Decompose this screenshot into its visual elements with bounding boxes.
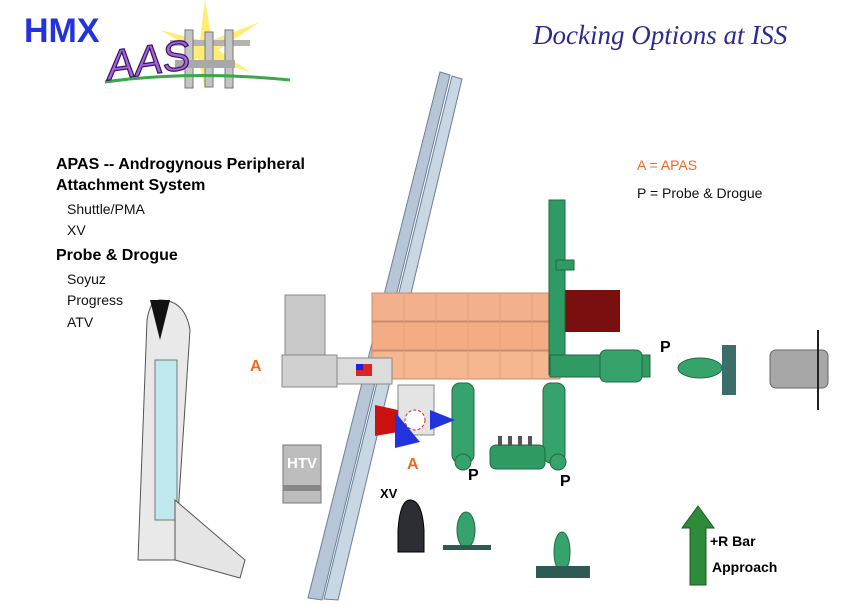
page-title: Docking Options at ISS [533,20,788,50]
soyuz-solar-panel [722,345,736,395]
grey-module-upper [284,294,326,356]
soyuz-body [677,357,723,379]
logo-station-panel [204,31,214,88]
green-lower-module-left [451,382,475,464]
shuttle-nose [150,300,170,340]
green-lower-module-right [542,382,566,464]
solar-arrays [371,292,561,380]
right-vehicles [677,330,829,410]
xv-label: XV [380,486,398,501]
solar-array-upper [371,292,561,322]
probe-item-soyuz: Soyuz [67,271,106,287]
space-shuttle [137,299,246,579]
lower-vehicles [397,499,590,578]
hmx-aas-logo: HMX AAS [24,0,291,90]
probe-item-atv: ATV [67,314,94,330]
green-node-fin [498,436,502,446]
htv-vehicle [282,444,322,504]
solar-array-middle [371,321,561,351]
legend-apas: A = APAS [637,157,698,173]
logo-station-panel [184,29,194,89]
probe-heading: Probe & Drogue [56,247,178,264]
green-mast [548,199,566,376]
grey-modules [281,294,455,448]
approach-label-line2: Approach [712,559,778,575]
green-port [454,453,472,471]
blue-module [430,410,455,430]
atv-body [769,349,829,389]
logo-hmx-text: HMX [24,12,100,50]
green-lower-node [489,444,546,470]
apas-heading-line1: APAS -- Androgynous Peripheral [56,156,305,173]
green-port [549,453,567,471]
green-node-fin [528,436,532,446]
blue-module [395,412,420,448]
logo-station-panel [224,29,234,89]
soyuz-lower-left [456,511,476,549]
logo-station-truss [175,60,235,68]
apas-heading-line2: Attachment System [56,177,206,194]
soyuz-lower-left-panel [443,545,491,550]
shuttle-payload-bay [154,359,178,521]
grey-module-left [281,354,338,388]
marker-probe-lower-left: P [468,467,479,484]
apas-item-xv: XV [67,222,86,238]
marker-probe-lower-right: P [560,473,571,490]
shuttle-wing [174,498,246,579]
marker-probe-right: P [660,339,671,356]
apas-item-shuttle: Shuttle/PMA [67,201,145,217]
green-mast-joint [555,259,575,271]
r-bar-approach-arrow [681,505,715,586]
approach-label-line1: +R Bar [710,533,756,549]
red-module [375,405,398,436]
htv-body [282,444,322,504]
green-node-fin [508,436,512,446]
htv-band [283,485,321,491]
green-node-fin [518,436,522,446]
apas-port-ring [404,409,426,431]
marker-apas-bottom: A [407,456,419,473]
marker-apas-left: A [250,358,262,375]
us-flag-canton [356,364,363,370]
logo-aas-text: AAS [100,31,193,90]
htv-label: HTV [287,455,317,472]
logo-swoosh [104,73,291,84]
xv-vehicle [397,499,425,553]
green-docking-module [599,349,643,383]
probe-item-progress: Progress [67,292,124,308]
legend-probe: P = Probe & Drogue [637,185,763,201]
green-modules [451,199,651,471]
soyuz-lower-right-panel [536,566,590,578]
radiator-panel [565,290,620,332]
